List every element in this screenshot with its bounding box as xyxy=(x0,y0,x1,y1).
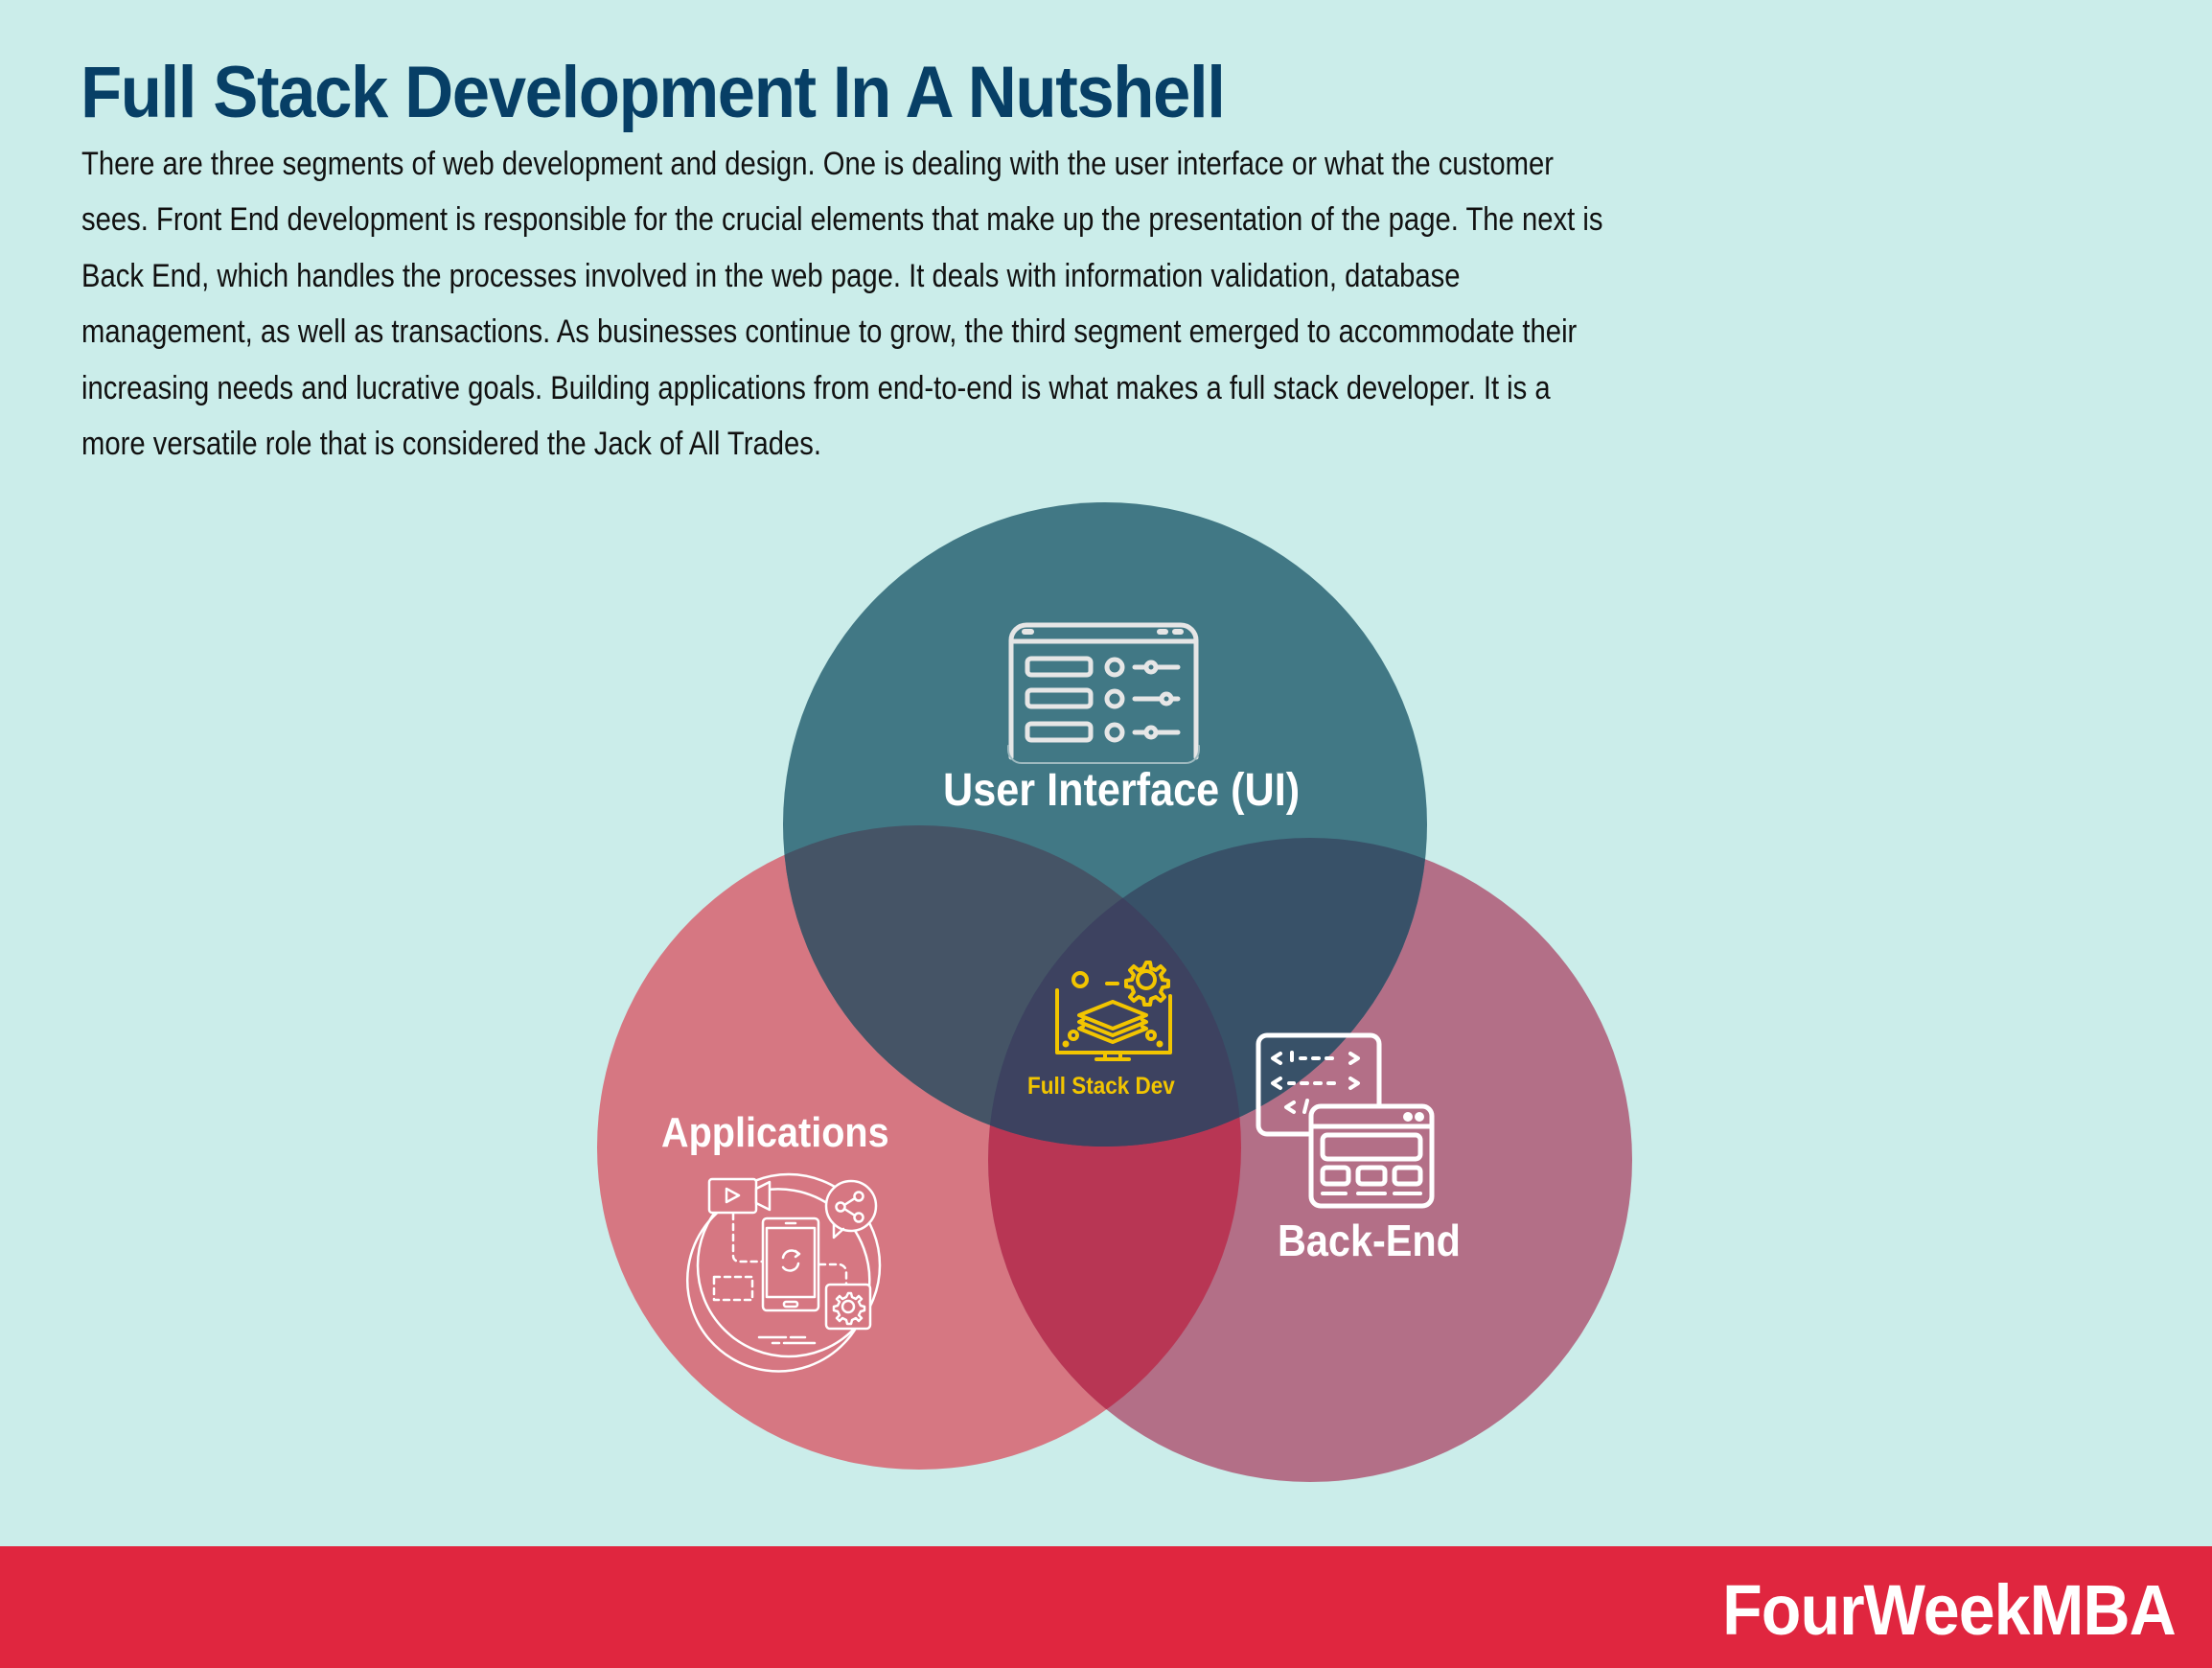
intro-line: Back End, which handles the processes in… xyxy=(81,257,1461,294)
venn-label-full-stack-dev: Full Stack Dev xyxy=(1027,1073,1175,1100)
intro-paragraph: There are three segments of web developm… xyxy=(81,136,1602,472)
intro-line: sees. Front End development is responsib… xyxy=(81,201,1603,239)
full-stack-monitor-icon xyxy=(1055,961,1172,1061)
venn-label-backend: Back-End xyxy=(1278,1216,1461,1265)
brand-logo-text: FourWeekMBA xyxy=(1722,1570,2177,1650)
page-title: Full Stack Development In A Nutshell xyxy=(81,52,1226,133)
intro-line: increasing needs and lucrative goals. Bu… xyxy=(81,369,1551,406)
intro-line: more versatile role that is considered t… xyxy=(81,426,821,463)
intro-line: management, as well as transactions. As … xyxy=(81,313,1578,351)
footer-band: FourWeekMBA xyxy=(0,1546,2212,1668)
intro-line: There are three segments of web developm… xyxy=(81,146,1554,182)
mobile-apps-icon xyxy=(685,1172,882,1373)
code-window-icon xyxy=(1256,1032,1435,1209)
venn-label-applications: Applications xyxy=(661,1109,889,1156)
ui-settings-window-icon xyxy=(1007,622,1200,764)
venn-label-ui: User Interface (UI) xyxy=(943,765,1301,816)
